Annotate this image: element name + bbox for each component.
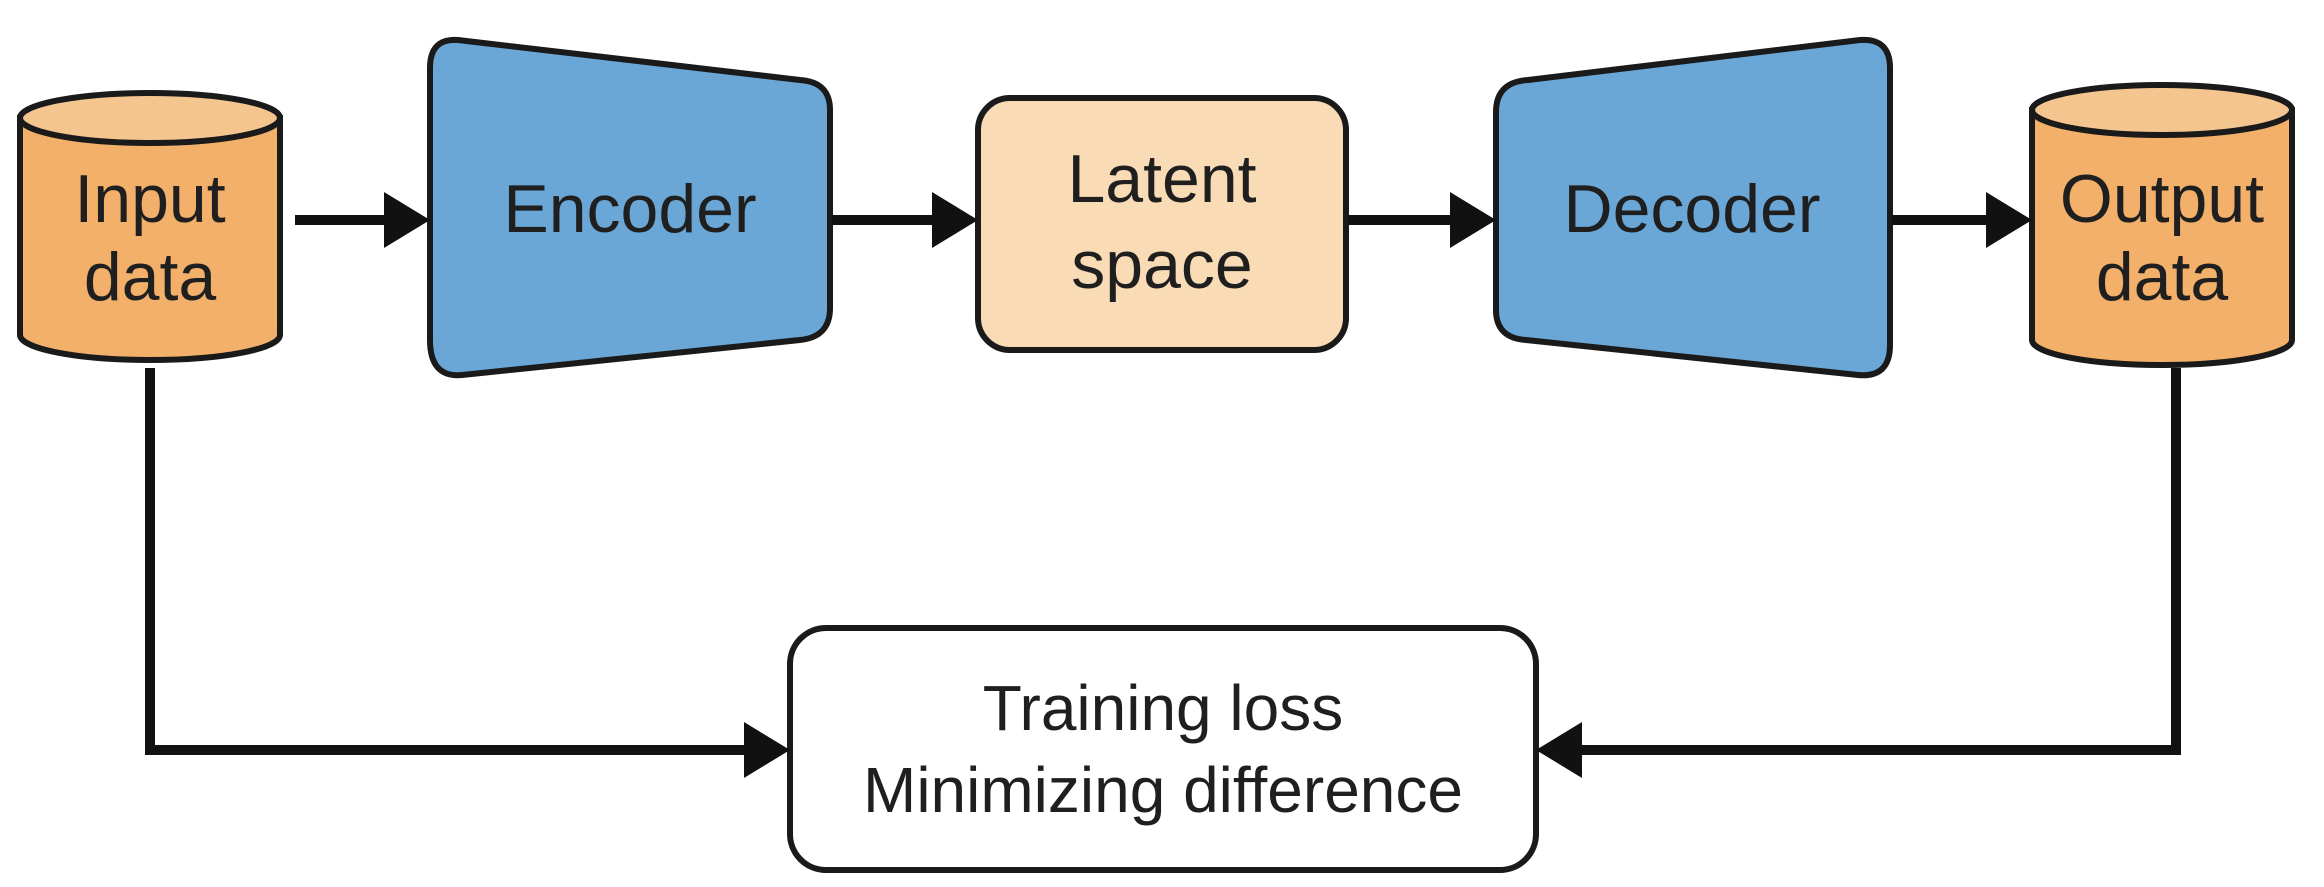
arrow-output-to-loss — [1574, 368, 2181, 755]
latent-space-node: Latent space — [975, 95, 1349, 353]
arrowhead-encoder — [384, 192, 430, 248]
input-data-label-line2: data — [84, 239, 217, 315]
arrowhead-loss-left — [744, 722, 790, 778]
training-loss-label-line1: Training loss — [983, 672, 1343, 744]
input-data-top — [17, 90, 283, 146]
output-data-top — [2029, 82, 2295, 138]
arrow-heads — [384, 192, 2032, 778]
latent-space-label-line2: space — [1071, 227, 1252, 303]
output-data-body — [2029, 107, 2295, 368]
latent-space-label-line1: Latent — [1067, 141, 1256, 217]
connector-arrows — [145, 215, 2181, 755]
training-loss-box — [787, 625, 1539, 873]
arrowhead-decoder — [1450, 192, 1496, 248]
arrowhead-output — [1986, 192, 2032, 248]
input-data-node: Input data — [17, 90, 283, 363]
training-loss-node: Training loss Minimizing difference — [787, 625, 1539, 873]
decoder-node: Decoder — [1493, 36, 1893, 379]
decoder-label: Decoder — [1563, 171, 1820, 247]
latent-space-box — [975, 95, 1349, 353]
decoder-shape — [1493, 36, 1893, 379]
input-data-body — [17, 115, 283, 363]
arrowhead-latent — [932, 192, 978, 248]
output-data-node: Output data — [2029, 82, 2295, 368]
input-data-label-line1: Input — [74, 161, 225, 237]
training-loss-label-line2: Minimizing difference — [863, 754, 1463, 826]
encoder-node: Encoder — [427, 36, 833, 379]
encoder-shape — [427, 36, 833, 379]
encoder-label: Encoder — [503, 171, 756, 247]
output-data-label-line2: data — [2096, 239, 2229, 315]
arrow-input-to-loss — [145, 368, 752, 755]
output-data-label-line1: Output — [2060, 161, 2264, 237]
arrowhead-loss-right — [1536, 722, 1582, 778]
